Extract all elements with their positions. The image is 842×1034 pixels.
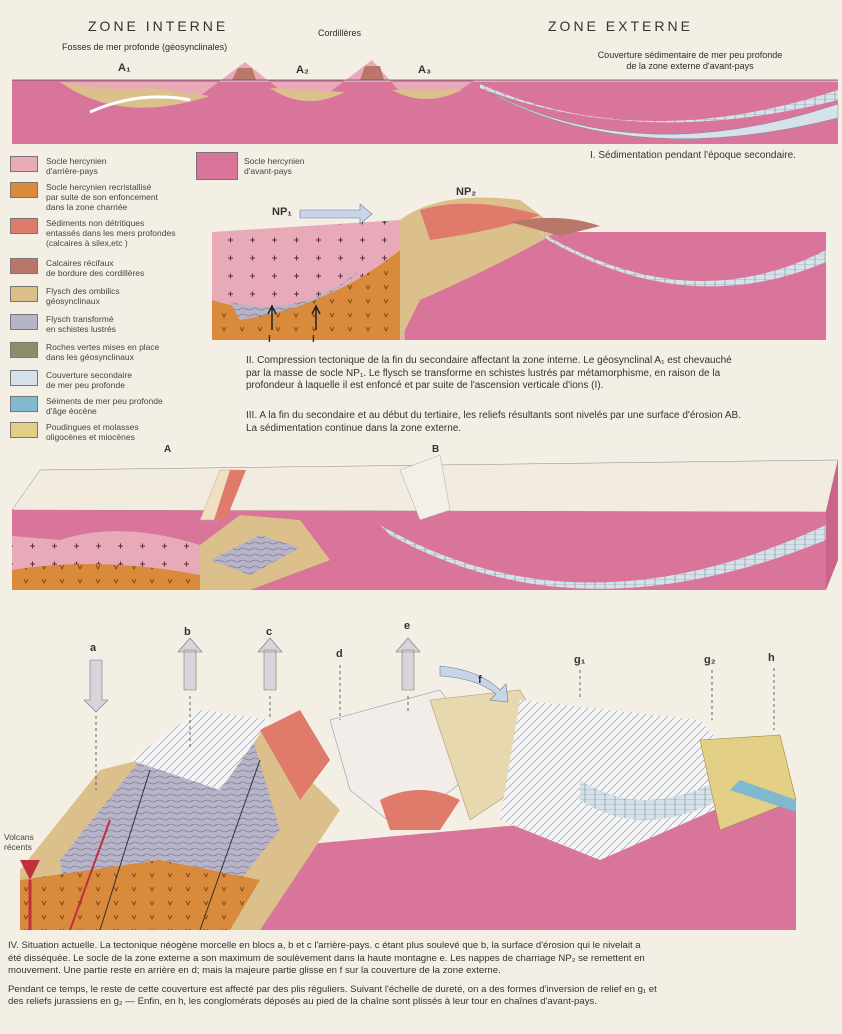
section3-caption: III. A la fin du secondaire et au début … xyxy=(246,410,741,434)
label-b-surface: B xyxy=(432,444,440,455)
label-np2: NP₂ xyxy=(456,186,477,198)
label-a-surface: A xyxy=(164,444,172,455)
section1-caption: I. Sédimentation pendant l'époque second… xyxy=(590,150,796,161)
legend-swatch xyxy=(10,286,38,302)
section4-caption: IV. Situation actuelle. La tectonique né… xyxy=(8,940,657,1007)
section2-caption: II. Compression tectonique de la fin du … xyxy=(246,355,732,391)
label-b-block: b xyxy=(184,626,191,638)
label-c-block: c xyxy=(266,626,273,638)
legend-swatch xyxy=(10,258,38,274)
section3-block-diagram xyxy=(11,454,839,590)
label-g2-block: g₂ xyxy=(704,654,716,666)
legend-swatch xyxy=(10,370,38,386)
legend-swatch xyxy=(10,422,38,438)
couverture-label: Couverture sédimentaire de mer peu profo… xyxy=(560,50,820,72)
avant-pays-swatch xyxy=(196,152,238,180)
label-a2: A₂ xyxy=(296,64,309,76)
legend-swatch xyxy=(10,182,38,198)
legend-swatch xyxy=(10,342,38,358)
label-a3: A₃ xyxy=(418,64,432,76)
zone-externe-title: ZONE EXTERNE xyxy=(548,18,693,34)
couverture-line1: Couverture sédimentaire de mer peu profo… xyxy=(597,50,783,60)
couverture-line2: de la zone externe d'avant-pays xyxy=(626,61,754,71)
legend-swatch xyxy=(10,314,38,330)
section2-cross-section xyxy=(212,197,826,340)
zone-interne-title: ZONE INTERNE xyxy=(88,18,229,34)
label-a-block: a xyxy=(90,642,97,654)
label-g1-block: g₁ xyxy=(574,654,586,666)
cordilleres-label: Cordillères xyxy=(318,28,362,38)
label-ion-right: I xyxy=(312,334,315,345)
legend-swatch xyxy=(10,396,38,412)
label-a1: A₁ xyxy=(118,62,131,74)
legend-swatch xyxy=(10,156,38,172)
section1-cross-section xyxy=(12,60,839,144)
label-h-block: h xyxy=(768,652,775,664)
label-f-block: f xyxy=(478,674,482,686)
label-ion-left: I xyxy=(268,334,271,345)
fosses-label: Fosses de mer profonde (géosynclinales) xyxy=(62,42,228,52)
avant-pays-label: Socle hercynien d'avant-pays xyxy=(244,156,305,176)
label-np1: NP₁ xyxy=(272,206,292,218)
volcans-label: Volcans récents xyxy=(4,832,34,852)
label-d-block: d xyxy=(336,648,343,660)
legend-swatch xyxy=(10,218,38,234)
label-e-block: e xyxy=(404,620,411,632)
section4-block-diagram xyxy=(20,637,797,931)
